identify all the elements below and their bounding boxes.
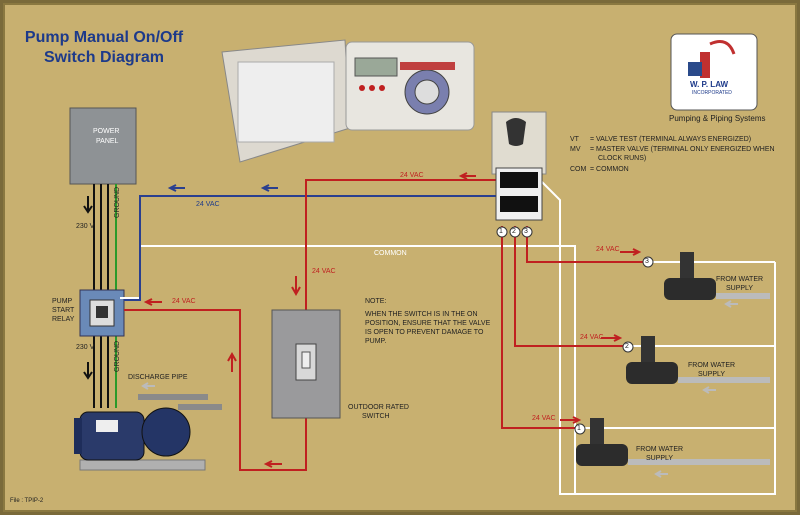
voltage-label-bottom: 230 V: [76, 344, 95, 351]
relay-label-2: START: [52, 307, 75, 314]
irrigation-controller: [221, 39, 475, 163]
note-line-2: POSITION, ENSURE THAT THE VALVE: [365, 320, 491, 327]
mains-wires: [93, 184, 117, 408]
legend-vt-abbr: VT: [570, 136, 579, 143]
logo-tagline: Pumping & Piping Systems: [669, 114, 766, 123]
outdoor-switch-label-1: OUTDOOR RATED: [348, 404, 409, 411]
logo-sub: INCORPORATED: [692, 90, 732, 96]
pump-start-relay-box: [79, 289, 125, 337]
valve-1: [576, 418, 770, 466]
terminal-1-circle: [496, 226, 508, 238]
legend-com-abbr: COM: [570, 166, 587, 173]
wire-valve-3: [526, 226, 646, 263]
water-supply-2-line2: SUPPLY: [698, 371, 726, 378]
logo-frame: [670, 33, 758, 111]
note-heading: NOTE:: [365, 298, 387, 305]
arrow-down-2: [83, 362, 93, 380]
wire-valve-1: [501, 226, 580, 429]
legend-mv-abbr: MV: [570, 146, 581, 153]
vac-valve1-label: 24 VAC: [532, 415, 556, 422]
valve-3-number: 3: [645, 258, 649, 265]
water-supply-2-line1: FROM WATER: [688, 362, 736, 369]
vac-mid-label: 24 VAC: [312, 268, 336, 275]
terminal-1-label: 1: [499, 228, 503, 235]
terminal-2-circle: [509, 226, 521, 238]
note-line-1: WHEN THE SWITCH IS IN THE ON: [365, 311, 478, 318]
vac-valve3-label: 24 VAC: [596, 246, 620, 253]
water-supply-3-line2: SUPPLY: [726, 285, 754, 292]
title-line-2: Switch Diagram: [43, 49, 165, 66]
legend-vt-desc: = VALVE TEST (TERMINAL ALWAYS ENERGIZED): [590, 136, 752, 143]
relay-label-3: RELAY: [52, 316, 75, 323]
ground-label-top: GROUND: [114, 186, 121, 218]
water-supply-3-line1: FROM WATER: [716, 276, 764, 283]
power-panel-label-2: PANEL: [96, 138, 119, 145]
valve-2-circle: [622, 341, 634, 353]
wire-valve-2: [514, 226, 626, 347]
legend-mv-desc-2: CLOCK RUNS): [598, 155, 647, 162]
vac-top-label: 24 VAC: [400, 172, 424, 179]
outdoor-switch-label-2: SWITCH: [362, 413, 390, 420]
vac-valve2-label: 24 VAC: [580, 334, 604, 341]
master-valve-relay-unit: [491, 111, 547, 221]
valve-3-circle: [642, 256, 654, 268]
legend-mv-desc-1: = MASTER VALVE (TERMINAL ONLY ENERGIZED …: [590, 146, 775, 153]
discharge-label: DISCHARGE PIPE: [128, 374, 188, 381]
valve-3: [664, 252, 770, 300]
terminal-2-label: 2: [512, 228, 516, 235]
common-label: COMMON: [374, 250, 407, 257]
note-line-3: IS OPEN TO PREVENT DAMAGE TO: [365, 329, 484, 336]
title-line-1: Pump Manual On/Off: [24, 29, 184, 46]
ground-label-bottom: GROUND: [114, 340, 121, 372]
red-wire-relay: [124, 309, 307, 471]
pump-logo-icon: [688, 40, 736, 78]
pump: [74, 394, 222, 471]
voltage-label-top: 230 V: [76, 223, 95, 230]
valve-2-number: 2: [625, 343, 629, 350]
logo-name: W. P. LAW: [690, 80, 729, 89]
terminal-3-label: 3: [524, 228, 528, 235]
valve-1-number: 1: [577, 425, 581, 432]
power-panel-label-1: POWER: [93, 128, 120, 135]
water-supply-1-line2: SUPPLY: [646, 455, 674, 462]
legend-com-desc: = COMMON: [590, 166, 629, 173]
vac-blue-label: 24 VAC: [196, 201, 220, 208]
relay-label-1: PUMP: [52, 298, 73, 305]
blue-wire: [124, 195, 500, 301]
vac-relay-label: 24 VAC: [172, 298, 196, 305]
power-panel-box: [69, 107, 137, 185]
terminal-3-circle: [521, 226, 533, 238]
water-supply-1-line1: FROM WATER: [636, 446, 684, 453]
file-label: File : TPIP-2: [10, 498, 44, 504]
note-line-4: PUMP.: [365, 338, 387, 345]
valve-2: [626, 336, 770, 384]
arrow-down-1: [83, 196, 93, 214]
valve-1-circle: [574, 423, 586, 435]
